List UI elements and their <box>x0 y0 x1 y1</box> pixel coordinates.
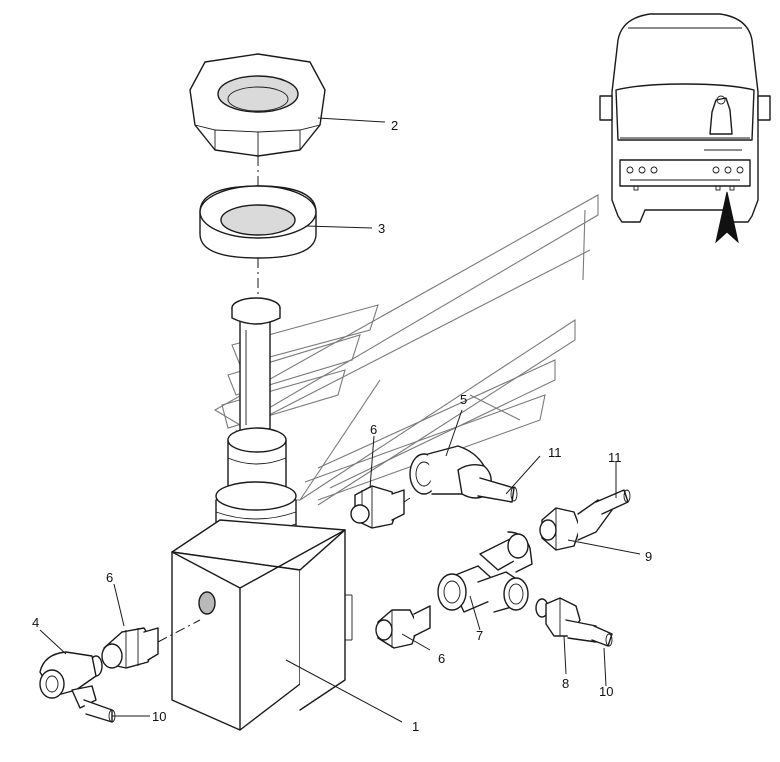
washer-part <box>199 185 317 259</box>
callout-6-upper: 6 <box>370 422 377 437</box>
callout-5: 5 <box>460 392 467 407</box>
fitting-6-left <box>101 627 159 669</box>
elbow-4-part <box>39 651 116 723</box>
callout-8: 8 <box>562 676 569 691</box>
fitting-6-lower <box>375 605 431 649</box>
hex-nut-part <box>189 53 326 157</box>
fitting-9-part <box>539 489 631 551</box>
callout-9: 9 <box>645 549 652 564</box>
tee-7-part <box>437 531 533 613</box>
valve-block-part <box>171 519 353 731</box>
callout-3: 3 <box>378 221 385 236</box>
elbow-5-part <box>409 445 518 503</box>
fitting-6-upper <box>350 485 405 529</box>
callout-6-lower: 6 <box>438 651 445 666</box>
callout-10-left: 10 <box>152 709 166 724</box>
callout-1: 1 <box>412 719 419 734</box>
callout-7: 7 <box>476 628 483 643</box>
callout-10-right: 10 <box>599 684 613 699</box>
callout-11-left: 11 <box>548 445 562 460</box>
fitting-8-part <box>535 597 613 647</box>
leader-lines <box>39 117 641 723</box>
axis-line-upper-right <box>403 497 411 503</box>
callout-6-left: 6 <box>106 570 113 585</box>
callout-4: 4 <box>32 615 39 630</box>
bus-front-icon <box>599 13 771 244</box>
axis-line-left <box>157 619 201 643</box>
callout-11-right: 11 <box>608 450 622 465</box>
callout-2: 2 <box>391 118 398 133</box>
